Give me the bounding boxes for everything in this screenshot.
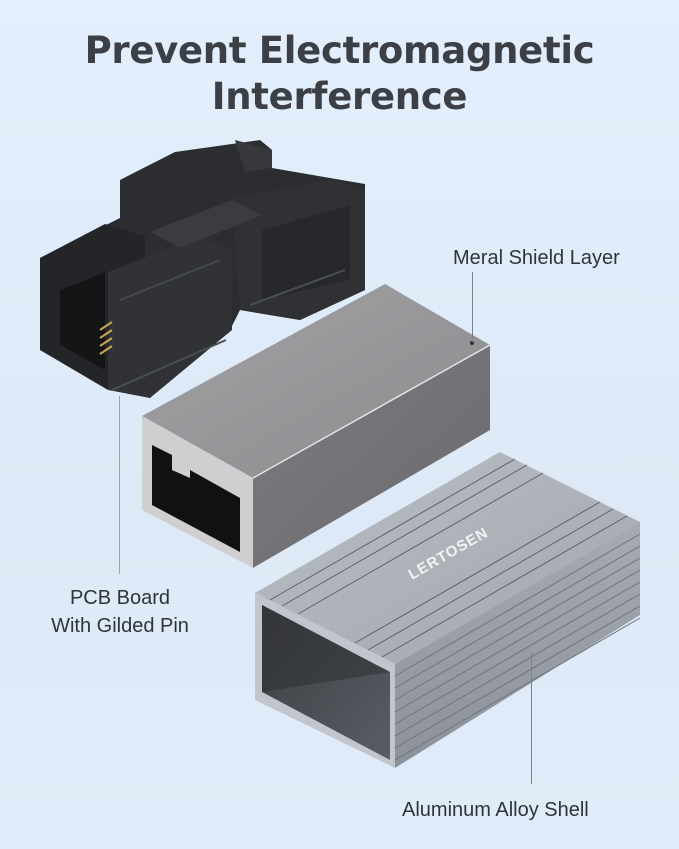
page-title: Prevent Electromagnetic Interference (0, 28, 679, 120)
callout-pcb-line-2: With Gilded Pin (51, 615, 189, 637)
pcb-board-housing (40, 140, 365, 398)
aluminum-alloy-shell: LERTOSEN (255, 452, 641, 768)
leader-line-pcb (119, 396, 120, 574)
title-line-1: Prevent Electromagnetic (84, 29, 595, 72)
metal-shield-layer (142, 284, 491, 568)
callout-pcb-board: PCB Board With Gilded Pin (20, 584, 220, 640)
callout-metal-shield-layer: Meral Shield Layer (453, 247, 620, 269)
leader-line-shield (472, 272, 473, 342)
callout-pcb-line-1: PCB Board (69, 587, 171, 609)
gilded-pins (99, 321, 113, 355)
leader-line-alloy (531, 652, 532, 784)
callout-aluminum-alloy-shell: Aluminum Alloy Shell (402, 799, 589, 821)
title-line-2: Interference (211, 75, 468, 118)
